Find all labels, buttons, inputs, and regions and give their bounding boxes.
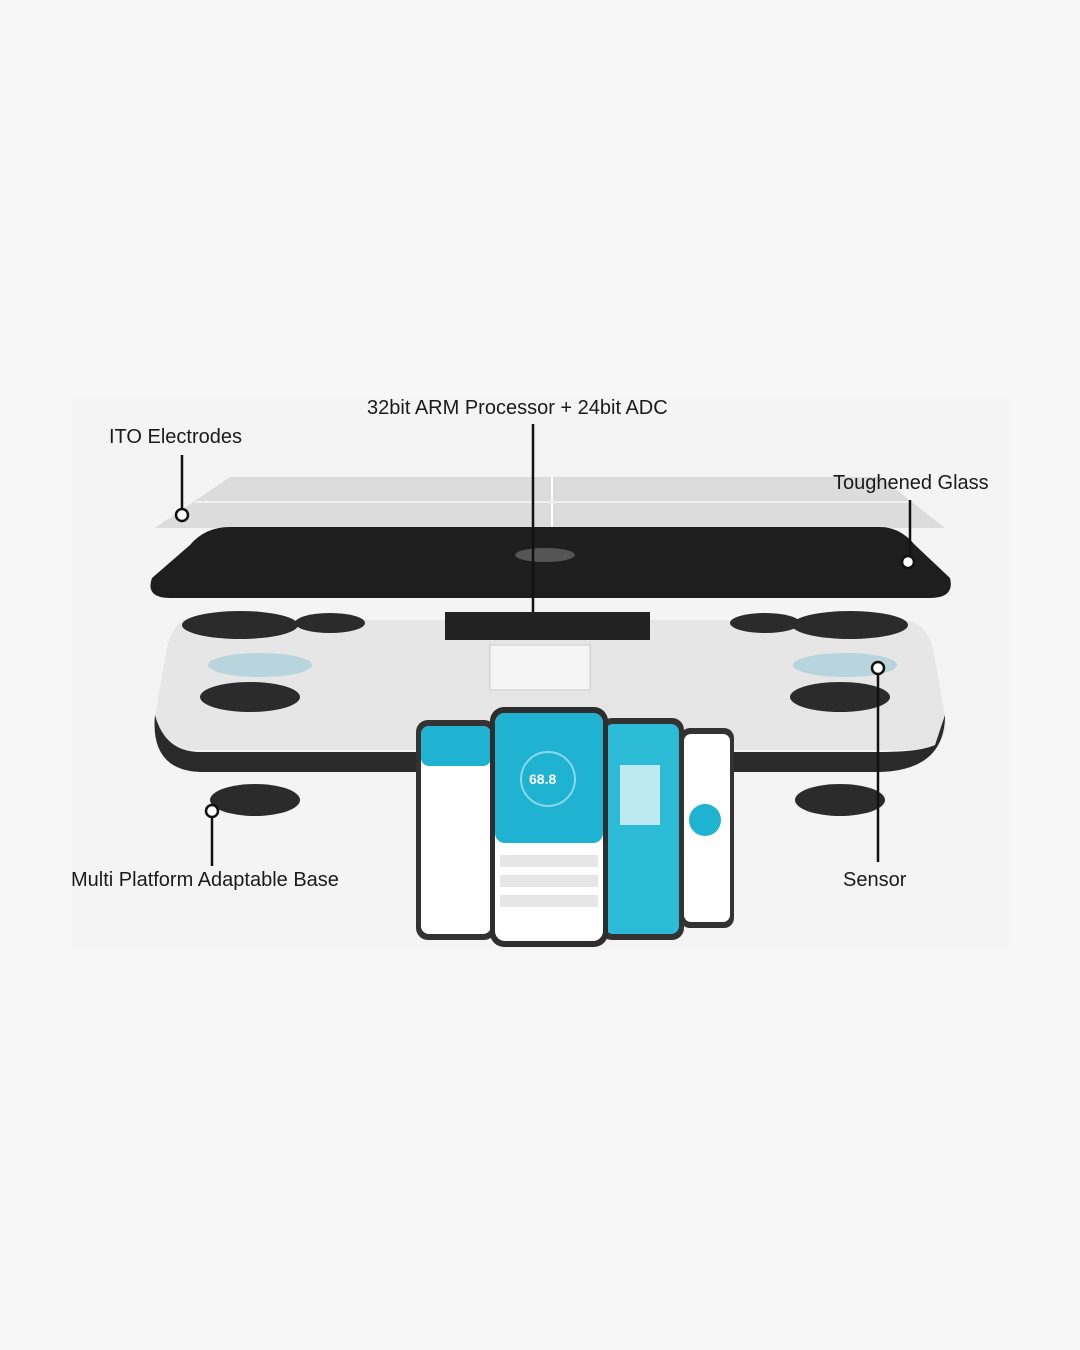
label-ito-electrodes: ITO Electrodes [109, 426, 243, 448]
weight-readout: 68.8 [529, 771, 557, 787]
label-toughened-glass: Toughened Glass [833, 472, 989, 494]
circuit-board [445, 612, 650, 640]
phone-right-1 [600, 718, 684, 940]
sensors [208, 653, 897, 677]
label-adaptable-base: Multi Platform Adaptable Base [71, 869, 339, 891]
phone-left [416, 720, 496, 940]
ito-electrode-platform [150, 527, 951, 598]
phone-right-2 [680, 728, 734, 928]
phone-main [490, 707, 608, 947]
load-cells [182, 611, 908, 816]
callout-lines [174, 424, 916, 866]
label-sensor: Sensor [843, 869, 907, 891]
label-processor: 32bit ARM Processor + 24bit ADC [367, 397, 668, 419]
